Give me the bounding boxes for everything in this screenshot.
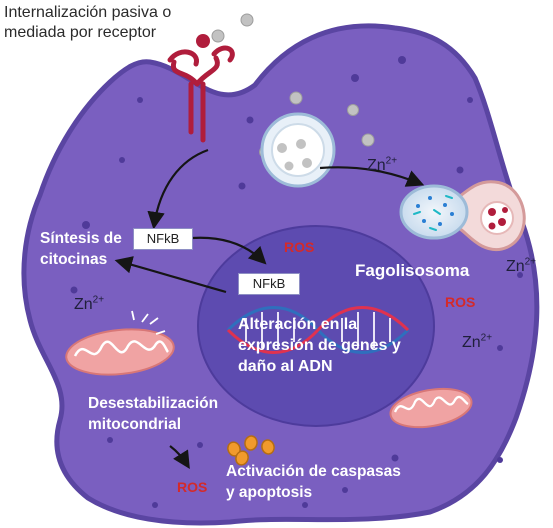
alteracion-line-2: expresión de genes y [238, 337, 401, 354]
arrow-nucleus-to-cytokines [114, 256, 227, 294]
caspase-icons [227, 435, 275, 466]
endocytic-vesicle [260, 112, 336, 188]
apoptosis-line-1: Activación de caspasas [226, 463, 401, 480]
arrow-mito-to-apoptosis [169, 445, 190, 469]
receptor-icon [167, 45, 235, 143]
zinc-charge: 2+ [385, 155, 398, 167]
ros-right-label: ROS [445, 294, 476, 310]
cytokine-synthesis-label: Síntesis de citocinas [40, 228, 122, 270]
mitochondrion-left-icon [65, 310, 175, 376]
title-line-1: Internalización pasiva o [4, 4, 172, 21]
cytokine-line-2: citocinas [40, 251, 108, 268]
apoptosis-label: Activación de caspasas y apoptosis [226, 461, 401, 503]
zinc-symbol: Zn [74, 296, 93, 313]
zinc-charge: 2+ [524, 256, 537, 268]
mito-line-1: Desestabilización [88, 395, 219, 412]
alteracion-line-1: Alteración en la [238, 316, 358, 333]
dna-helix [226, 306, 410, 354]
zinc-symbol: Zn [462, 334, 481, 351]
zinc-label-left: Zn2+ [74, 294, 105, 314]
cytokine-line-1: Síntesis de [40, 230, 122, 247]
phagolysosome-label: Fagolisosoma [355, 261, 470, 280]
title-line-2: mediada por receptor [4, 24, 157, 41]
zinc-charge: 2+ [92, 294, 105, 306]
arrow-nfkb-to-nucleus [191, 236, 267, 265]
nfkb-cytoplasm-box: NFkB [133, 228, 193, 250]
arrow-vesicle-to-phagolysosome [319, 166, 425, 187]
zinc-label-phago: Zn2+ [506, 256, 537, 276]
zinc-symbol: Zn [506, 258, 525, 275]
alteracion-line-3: daño al ADN [238, 358, 333, 375]
mito-line-2: mitocondrial [88, 416, 182, 433]
zinc-label-right: Zn2+ [462, 332, 493, 352]
arrow-receptor-to-nfkb [147, 148, 209, 230]
nfkb-nucleus-box: NFkB [238, 273, 300, 295]
gene-expression-label: Alteración en la expresión de genes y da… [238, 314, 401, 377]
zinc-label-top: Zn2+ [367, 155, 398, 175]
phagolysosome-icon [399, 180, 526, 252]
ros-bottom-label: ROS [177, 479, 208, 495]
mitochondrion-right-icon [389, 387, 473, 429]
ros-nucleus-label: ROS [284, 239, 315, 255]
title: Internalización pasiva o mediada por rec… [4, 3, 171, 43]
ligand-icon [196, 34, 210, 48]
zinc-symbol: Zn [367, 157, 386, 174]
mitochondrial-label: Desestabilización mitocondrial [88, 393, 218, 435]
apoptosis-line-2: y apoptosis [226, 484, 313, 501]
zinc-charge: 2+ [480, 332, 493, 344]
